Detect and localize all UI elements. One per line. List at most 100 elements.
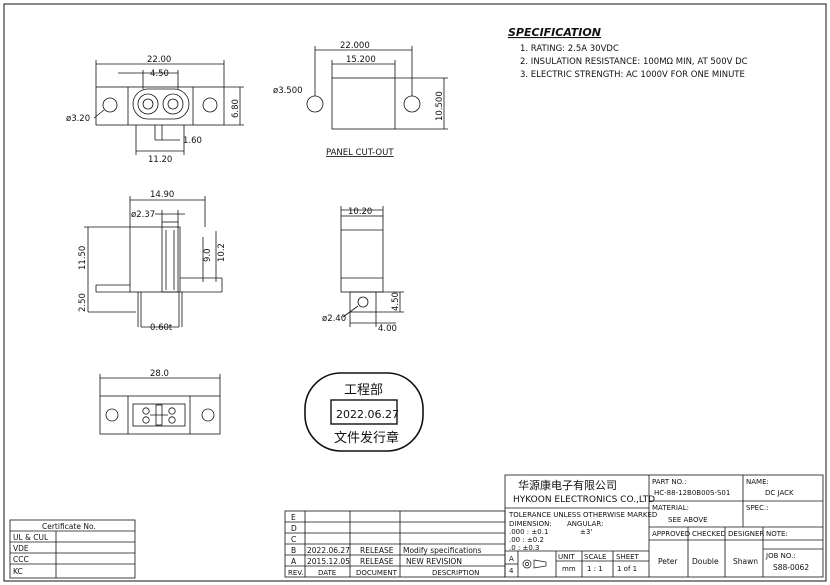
end-dim-pin-w: 4.00 — [378, 324, 397, 334]
certificate-row-vde: VDE — [13, 544, 29, 553]
note-label: NOTE: — [766, 530, 788, 538]
checked-value: Double — [692, 557, 719, 566]
tolerance-angular-value: ±3' — [580, 528, 592, 536]
front-dim-pitch: 11.20 — [148, 155, 172, 165]
front-jack-body — [132, 88, 190, 120]
front-view — [93, 60, 244, 155]
front-mount-hole-left — [102, 97, 118, 113]
front-dim-pin: 1.60 — [183, 136, 202, 146]
bottom-mount-hole-left — [105, 408, 119, 422]
tolerance-dimension-label: DIMENSION: — [509, 520, 552, 528]
stamp-dept: 工程部 — [344, 383, 383, 398]
tolerance-0: .0 : ±0.3 — [509, 544, 540, 552]
cutout-dim-hole: ø3.500 — [273, 86, 303, 96]
bottom-view-body — [99, 395, 221, 435]
front-dim-hole: ø3.20 — [66, 114, 90, 124]
side-dim-dia: ø2.37 — [131, 210, 155, 220]
spec-item-3: 3. ELECTRIC STRENGTH: AC 1000V FOR ONE M… — [520, 70, 745, 80]
tolerance-00: .00 : ±0.2 — [509, 536, 544, 544]
cutout-hole-right — [403, 95, 421, 113]
end-dim-pin-h: 4.50 — [391, 292, 401, 311]
front-dim-overall: 22.00 — [147, 55, 171, 65]
revision-row-b-doc: RELEASE — [360, 546, 394, 555]
revision-row-e-rev: E — [291, 513, 296, 522]
certificate-title: Certificate No. — [42, 522, 96, 531]
front-view-flange — [95, 86, 225, 126]
side-dim-pin-thk: 0.60t — [150, 323, 173, 333]
name-label: NAME: — [746, 478, 769, 486]
sheet-label: SHEET — [616, 553, 640, 561]
bottom-view — [99, 374, 221, 435]
side-dim-pin-len: 2.50 — [78, 293, 88, 312]
cutout-hole-left — [306, 95, 324, 113]
cutout-title: PANEL CUT-OUT — [326, 148, 394, 158]
revision-header-document: DOCUMENT — [356, 569, 398, 577]
release-stamp: 工程部 2022.06.27 文件发行章 — [304, 372, 424, 452]
company-name-cn: 华源康电子有限公司 — [518, 478, 617, 492]
revision-row-b-rev: B — [291, 546, 296, 555]
certificate-row-ul: UL & CUL — [13, 533, 49, 542]
side-dim-height: 11.50 — [78, 246, 88, 270]
tolerance-000: .000 : ±0.1 — [509, 528, 548, 536]
front-dim-height: 6.80 — [231, 99, 241, 118]
revision-row-a-doc: RELEASE — [360, 557, 394, 566]
revision-header-date: DATE — [318, 569, 336, 577]
end-view — [340, 206, 404, 327]
bottom-mount-hole-right — [201, 408, 215, 422]
spec-heading: SPECIFICATION — [508, 26, 601, 39]
front-mount-hole-right — [202, 97, 218, 113]
revision-row-c-rev: C — [291, 535, 296, 544]
designer-value: Shawn — [733, 557, 758, 566]
checked-label: CHECKED — [692, 530, 726, 538]
front-dim-center: 4.50 — [150, 69, 169, 79]
projection-symbol-icon — [522, 559, 547, 569]
designer-label: DESIGNER — [728, 530, 764, 538]
company-name-en: HYKOON ELECTRONICS CO.,LTD — [513, 495, 655, 505]
revision-table — [284, 510, 506, 578]
sheet-border — [3, 3, 827, 582]
side-dim-inner-h2: 10.2 — [217, 243, 227, 262]
bottom-dim-width: 28.0 — [150, 369, 169, 379]
title-block — [504, 474, 824, 578]
certificate-row-ccc: CCC — [13, 555, 29, 564]
spec-item-2: 2. INSULATION RESISTANCE: 100MΩ MIN, AT … — [520, 57, 748, 67]
spec-label: SPEC.: — [746, 504, 769, 512]
cutout-dim-height: 10.500 — [435, 91, 445, 121]
size-number-4: 4 — [509, 567, 514, 575]
job-no-label: JOB NO.: — [765, 552, 796, 560]
cutout-opening — [331, 77, 396, 130]
sheet-value: 1 of 1 — [617, 565, 637, 573]
side-view-body — [129, 226, 181, 293]
panel-cutout-view — [306, 46, 448, 130]
side-dim-width: 14.90 — [150, 190, 174, 200]
revision-row-b-desc: Modify specifications — [403, 546, 482, 555]
revision-row-a-date: 2015.12.05 — [307, 557, 350, 566]
specification-block: SPECIFICATION 1. RATING: 2.5A 30VDC 2. I… — [508, 26, 748, 80]
certificate-table — [9, 519, 136, 579]
scale-value: 1 : 1 — [587, 565, 603, 573]
stamp-note: 文件发行章 — [334, 430, 399, 446]
end-view-body — [340, 215, 384, 293]
unit-label: UNIT — [558, 553, 575, 561]
material-label: MATERIAL: — [652, 504, 689, 512]
certificate-row-kc: KC — [13, 567, 23, 576]
name-value: DC JACK — [765, 489, 794, 497]
end-dim-width: 10.20 — [348, 207, 372, 217]
scale-label: SCALE — [584, 553, 606, 561]
cutout-dim-overall: 22.000 — [340, 41, 370, 51]
cutout-dim-inner: 15.200 — [346, 55, 376, 65]
revision-header-description: DESCRIPTION — [432, 569, 479, 577]
size-letter-a: A — [509, 555, 514, 563]
tolerance-angular-label: ANGULAR: — [567, 520, 603, 528]
side-view — [84, 196, 223, 328]
end-view-pin-block — [349, 291, 377, 313]
stamp-date: 2022.06.27 — [336, 408, 399, 421]
approved-value: Peter — [658, 557, 678, 566]
part-no-label: PART NO.: — [652, 478, 686, 486]
revision-row-b-date: 2022.06.27 — [307, 546, 350, 555]
revision-header-rev: REV. — [288, 569, 303, 577]
job-no-value: S88-0062 — [773, 563, 809, 572]
material-value: SEE ABOVE — [668, 516, 708, 524]
spec-item-1: 1. RATING: 2.5A 30VDC — [520, 44, 619, 54]
